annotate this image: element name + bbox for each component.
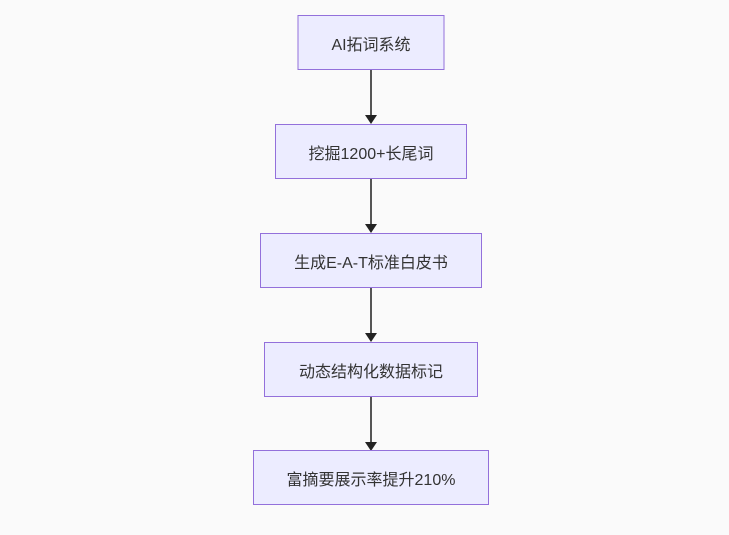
node-label: 动态结构化数据标记 — [298, 363, 443, 381]
arrowhead-icon — [365, 442, 377, 451]
arrow-line — [370, 288, 372, 333]
flowchart-node-longtail-mining: 挖掘1200+长尾词 — [275, 124, 467, 179]
arrow-line — [370, 397, 372, 442]
flowchart-node-ai-keyword-system: AI拓词系统 — [297, 15, 445, 70]
flowchart-node-rich-snippet-result: 富摘要展示率提升210% — [253, 450, 489, 505]
flow-arrow-4 — [364, 397, 378, 451]
arrowhead-icon — [365, 333, 377, 342]
node-label: AI拓词系统 — [331, 36, 411, 54]
flowchart-node-structured-data: 动态结构化数据标记 — [264, 342, 478, 397]
arrow-line — [370, 179, 372, 224]
arrow-line — [370, 70, 372, 115]
arrowhead-icon — [365, 115, 377, 124]
flowchart-node-eat-whitepaper: 生成E-A-T标准白皮书 — [260, 233, 482, 288]
flow-arrow-3 — [364, 288, 378, 342]
flow-arrow-1 — [364, 70, 378, 124]
node-label: 生成E-A-T标准白皮书 — [294, 254, 448, 272]
node-label: 富摘要展示率提升210% — [286, 471, 456, 489]
node-label: 挖掘1200+长尾词 — [308, 145, 434, 163]
flow-arrow-2 — [364, 179, 378, 233]
arrowhead-icon — [365, 224, 377, 233]
